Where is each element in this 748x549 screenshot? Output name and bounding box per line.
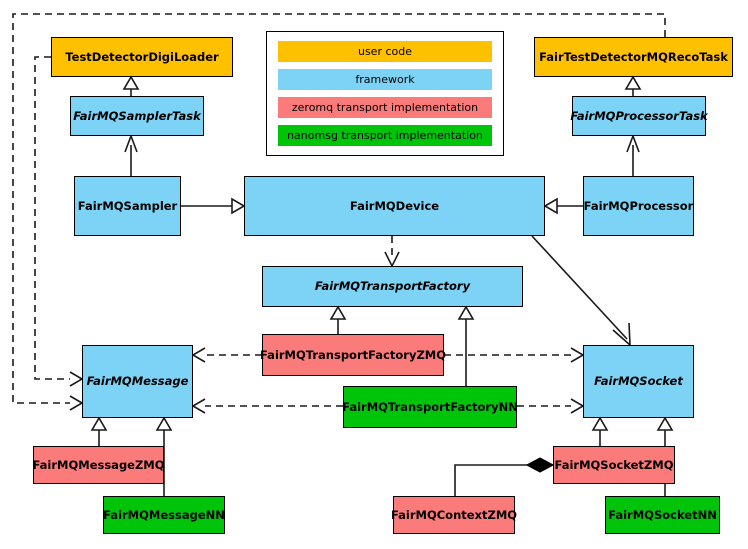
arrowhead-open-processortask <box>626 133 640 153</box>
node-fair-mq-transport-factory-nn[interactable]: FairMQTransportFactoryNN <box>342 386 518 428</box>
edge-digiloader-to-message <box>34 56 70 380</box>
node-fair-mq-context-zmq[interactable]: FairMQContextZMQ <box>391 496 517 534</box>
node-fair-mq-sampler-task[interactable]: FairMQSamplerTask <box>70 96 204 136</box>
node-fair-mq-message-nn[interactable]: FairMQMessageNN <box>103 496 225 534</box>
node-fair-mq-device[interactable]: FairMQDevice <box>244 176 545 236</box>
arrowhead-triangle-device-left <box>231 197 246 215</box>
node-fair-mq-socket-nn[interactable]: FairMQSocketNN <box>605 496 720 534</box>
node-fair-mq-socket-zmq[interactable]: FairMQSocketZMQ <box>553 446 675 484</box>
edge-contextzmq-to-socketzmq <box>454 464 540 496</box>
arrowhead-triangle-recotask <box>624 75 642 90</box>
arrowhead-triangle-device-right <box>543 197 558 215</box>
arrowhead-open-message-right-a <box>191 347 206 363</box>
arrowhead-triangle-message-b <box>155 416 173 431</box>
legend-item-framework: framework <box>278 69 492 90</box>
legend-item-zeromq: zeromq transport implementation <box>278 97 492 118</box>
arrowhead-triangle-socket-b <box>656 416 674 431</box>
arrowhead-open-message-left-a <box>69 371 84 387</box>
diamond-composition-socketzmq <box>525 457 555 473</box>
arrowhead-triangle-digiloader <box>122 75 140 90</box>
node-fair-mq-transport-factory-zmq[interactable]: FairMQTransportFactoryZMQ <box>260 334 446 376</box>
arrowhead-open-socket-left-b <box>570 398 585 414</box>
node-fair-mq-processor-task[interactable]: FairMQProcessorTask <box>570 96 708 136</box>
legend-panel: user code framework zeromq transport imp… <box>266 31 504 156</box>
node-fair-mq-message-zmq[interactable]: FairMQMessageZMQ <box>32 446 165 484</box>
arrowhead-triangle-message-a <box>90 416 108 431</box>
node-fair-mq-processor[interactable]: FairMQProcessor <box>583 176 694 236</box>
node-fair-test-detector-mq-reco-task[interactable]: FairTestDetectorMQRecoTask <box>534 37 733 77</box>
edge-recotask-to-message <box>12 13 666 404</box>
node-test-detector-digi-loader[interactable]: TestDetectorDigiLoader <box>51 37 233 77</box>
node-fair-mq-transport-factory[interactable]: FairMQTransportFactory <box>262 266 523 307</box>
legend-item-nanomsg: nanomsg transport implementation <box>278 125 492 146</box>
arrowhead-open-message-left-b <box>69 395 84 411</box>
node-fair-mq-message[interactable]: FairMQMessage <box>82 345 193 418</box>
arrowhead-triangle-tf-left <box>329 305 347 320</box>
arrowhead-open-socket-left-a <box>570 347 585 363</box>
arrowhead-open-message-right-b <box>191 398 206 414</box>
node-fair-mq-socket[interactable]: FairMQSocket <box>583 345 694 418</box>
arrowhead-triangle-tf-right <box>457 305 475 320</box>
arrowhead-open-samplertask <box>124 133 138 153</box>
edge-device-to-socket <box>531 235 628 340</box>
legend-item-user-code: user code <box>278 41 492 62</box>
node-fair-mq-sampler[interactable]: FairMQSampler <box>74 176 181 236</box>
arrowhead-triangle-socket-a <box>591 416 609 431</box>
